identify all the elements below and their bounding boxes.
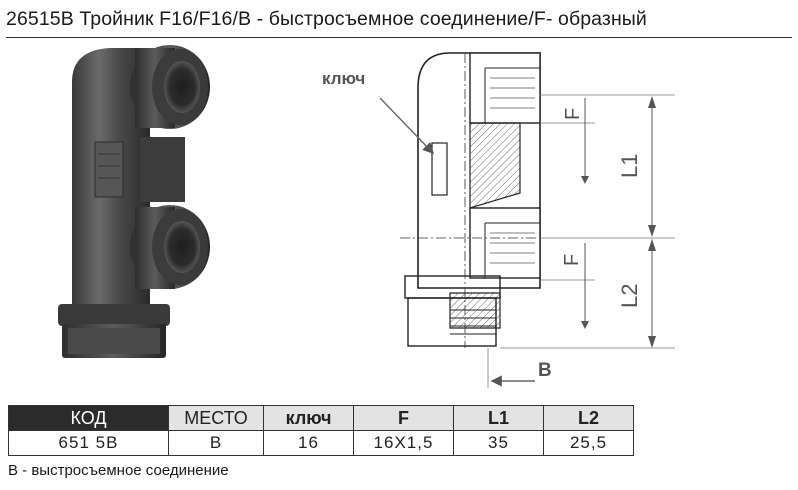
product-photo	[58, 45, 210, 358]
cell-code: 651 5B	[8, 430, 169, 456]
key-callout-label: ключ	[322, 69, 365, 88]
header-f: F	[353, 405, 454, 431]
technical-drawing: ключ F F L1 L2 B	[322, 52, 675, 388]
cell-f: 16X1,5	[353, 430, 454, 456]
dim-l2: L2	[617, 284, 642, 308]
cell-place: B	[168, 430, 264, 456]
dim-f-bottom: F	[561, 254, 583, 266]
cell-l1: 35	[453, 430, 544, 456]
dim-l1: L1	[617, 154, 642, 178]
cell-key: 16	[263, 430, 354, 456]
footnote: B - выстросъемное соединение	[8, 462, 229, 479]
table-row: 651 5B B 16 16X1,5 35 25,5	[8, 430, 634, 456]
title-divider	[6, 37, 792, 38]
header-key: ключ	[263, 405, 354, 431]
header-l2: L2	[543, 405, 634, 431]
header-place: МЕСТО	[168, 405, 264, 431]
dim-f-top: F	[562, 108, 584, 120]
cell-l2: 25,5	[543, 430, 634, 456]
header-l1: L1	[453, 405, 544, 431]
product-title: 26515B Тройник F16/F16/B - быстросъемное…	[6, 8, 647, 30]
spec-table: КОД МЕСТО ключ F L1 L2 651 5B B 16 16X1,…	[8, 405, 634, 456]
dim-b: B	[538, 360, 552, 381]
header-code: КОД	[8, 405, 169, 431]
table-header-row: КОД МЕСТО ключ F L1 L2	[8, 405, 634, 431]
